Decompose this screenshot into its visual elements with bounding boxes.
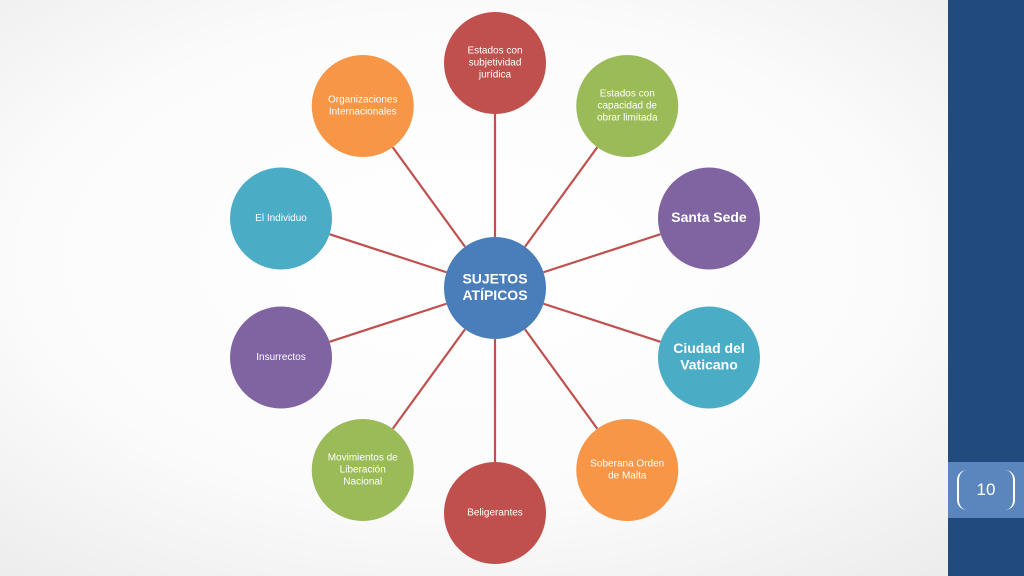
connector-organizaciones (391, 146, 466, 248)
node-label: El Individuo (255, 213, 307, 224)
node-circle (657, 167, 760, 270)
node-circle (576, 54, 679, 157)
node-beligerantes: Beligerantes (444, 462, 546, 564)
node-circle (311, 419, 414, 522)
node-label: Internacionales (329, 107, 397, 118)
node-label: Ciudad del (673, 340, 745, 356)
node-label: Vaticano (680, 357, 738, 373)
node-label: Estados con (600, 89, 655, 100)
node-label: Nacional (343, 477, 382, 488)
node-label: obrar limitada (597, 113, 658, 124)
node-label: subjetividad (469, 58, 522, 69)
node-label: Insurrectos (256, 352, 305, 363)
connector-ciudad-vaticano (543, 302, 661, 343)
center-label: SUJETOS (462, 270, 527, 286)
node-circle (576, 419, 679, 522)
center-label: ATÍPICOS (462, 287, 527, 303)
node-label: Organizaciones (328, 95, 397, 106)
node-label: Soberana Orden (590, 459, 664, 470)
connector-insurrectos (329, 302, 447, 343)
node-label: Santa Sede (671, 209, 747, 225)
connector-santa-sede (543, 233, 661, 274)
node-label: capacidad de (598, 101, 658, 112)
node-label: jurídica (478, 70, 512, 81)
page-number: 10 (976, 480, 996, 499)
connector-estados-capacidad (524, 146, 599, 248)
connector-movimientos (391, 328, 466, 430)
node-circle (444, 12, 546, 114)
node-circle (230, 306, 333, 409)
node-circle (230, 167, 333, 270)
connector-lines (329, 114, 661, 462)
node-circle (311, 54, 414, 157)
node-label: de Malta (608, 471, 647, 482)
page-number-badge: 10 (957, 470, 1015, 510)
node-individuo: El Individuo (230, 167, 333, 270)
node-santa-sede: Santa Sede (657, 167, 760, 270)
connector-individuo (329, 233, 447, 274)
node-insurrectos: Insurrectos (230, 306, 333, 409)
center-circle (444, 237, 546, 339)
node-label: Liberación (340, 465, 386, 476)
node-label: Estados con (467, 46, 522, 57)
node-label: Beligerantes (467, 508, 523, 519)
node-label: Movimientos de (328, 453, 398, 464)
connector-orden-malta (524, 328, 599, 430)
node-circle (657, 306, 760, 409)
node-circle (444, 462, 546, 564)
